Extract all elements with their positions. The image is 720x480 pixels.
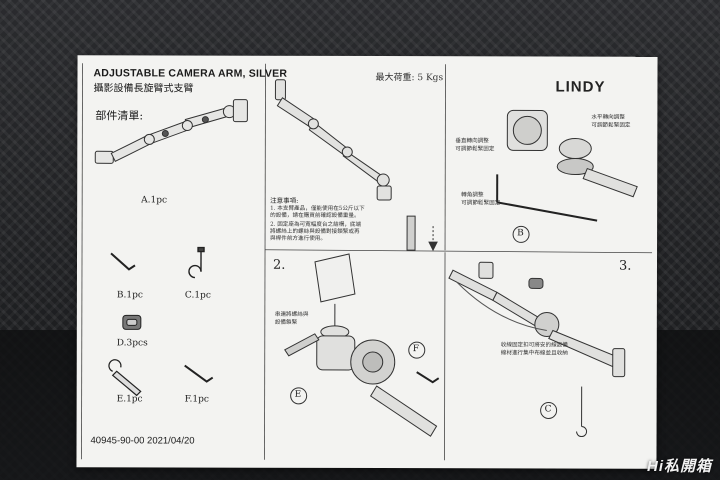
step3-cable-drawing (448, 261, 626, 438)
brand-logo: LINDY (555, 78, 606, 96)
part-c-hook-drawing (188, 246, 205, 279)
parts-list-heading: 部件清單: (95, 109, 144, 123)
step1-joint-drawing (496, 109, 638, 243)
callout-c: C (544, 404, 552, 415)
step1-arm-drawing (274, 79, 438, 252)
step-2-number: 2. (272, 257, 286, 273)
annotation-screw: 串連將螺絲與 設備鎖緊 (274, 311, 309, 326)
annotation-h-adjust: 水平轉向調整 可調節鬆緊固定 (591, 114, 631, 129)
product-title-en: ADJUSTABLE CAMERA ARM, SILVER (93, 67, 288, 80)
note-line: 與桿件前方進行使用。 (270, 235, 327, 242)
sheet-drawings (81, 63, 653, 461)
callout-b: B (517, 228, 524, 239)
part-f-label: F.1pc (184, 394, 209, 405)
part-a-arm-drawing (94, 99, 248, 164)
watermark: Hi私開箱 (646, 458, 712, 475)
annotation-v-adjust: 垂直轉向調整 可調節鬆緊固定 (455, 138, 495, 153)
part-c-label: C.1pc (184, 290, 211, 301)
part-e-wrench-drawing (108, 359, 142, 397)
panel-dividers (81, 63, 653, 461)
annotation-cable: 收線固定扣可將安的線設備 線材進行集中布線並且收納 (500, 342, 568, 357)
note-line: 的設備，請在購買前確認設備重量。 (270, 212, 360, 219)
notes-title: 注意事項: (270, 196, 299, 205)
instruction-sheet: ADJUSTABLE CAMERA ARM, SILVER 攝影設備長旋臂式支臂… (76, 55, 658, 469)
part-e-label: E.1pc (116, 394, 143, 405)
callout-f: F (412, 344, 420, 355)
part-a-label: A.1pc (141, 195, 168, 206)
part-f-hex-key-drawing (184, 364, 214, 383)
part-b-hex-key-drawing (110, 252, 136, 271)
max-load-label: 最大荷重: 5 Kgs (375, 73, 444, 84)
annotation-pivot-adjust: 轉角調整 可調節鬆緊固定 (461, 192, 501, 207)
part-b-label: B.1pc (116, 290, 143, 301)
product-title-zh: 攝影設備長旋臂式支臂 (93, 83, 194, 95)
step2-mount-drawing (284, 253, 440, 437)
step-3-number: 3. (618, 258, 632, 274)
part-d-label: D.3pcs (116, 338, 148, 349)
callout-e: E (294, 389, 302, 400)
part-d-clip-drawing (122, 314, 142, 330)
footer-code: 40945-90-00 2021/04/20 (90, 435, 195, 447)
